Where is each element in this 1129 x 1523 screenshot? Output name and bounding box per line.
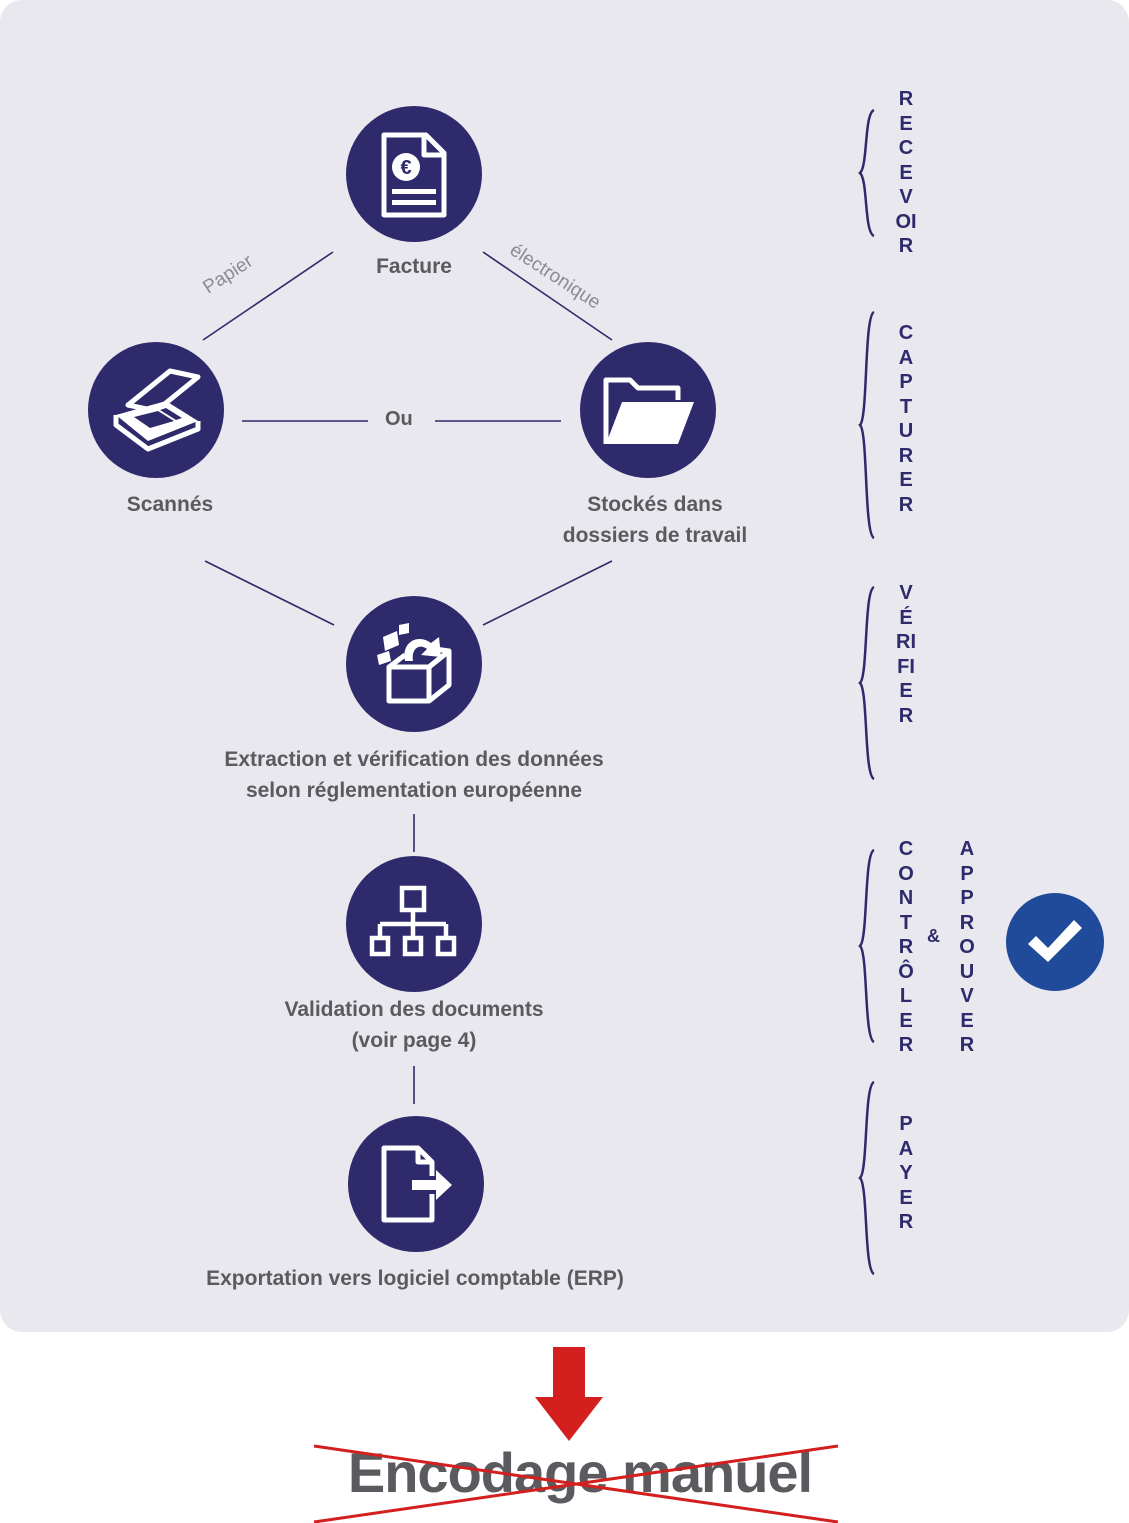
stage-recevoir: RECEVOIR — [895, 88, 917, 257]
brace-capturer — [858, 310, 875, 540]
connector-lines — [202, 251, 613, 1104]
extraction-label-line2: selon réglementation européenne — [245, 779, 583, 802]
stockes-node — [580, 342, 716, 478]
edge-facture-stockes — [482, 251, 613, 341]
hierarchy-icon — [369, 885, 457, 957]
validation-label: Validation des documents (voir page 4) — [214, 994, 614, 1056]
folder-icon — [603, 377, 694, 444]
down-arrow-icon — [535, 1347, 603, 1441]
stage-controler: CONTRÔLER — [898, 838, 914, 1056]
encodage-manuel-text: Encodage manuel — [347, 1441, 813, 1504]
stage-payer: PAYER — [898, 1113, 914, 1233]
stockes-label: Stockés dans dossiers de travail — [520, 489, 790, 551]
box-extract-icon — [377, 623, 452, 704]
process-panel — [0, 0, 1129, 1332]
brace-recevoir — [858, 108, 875, 238]
facture-label: Facture — [376, 255, 452, 278]
invoice-euro-icon: € — [381, 132, 447, 218]
checkmark-icon — [1028, 920, 1082, 962]
ou-label: Ou — [385, 408, 413, 430]
scannes-node — [88, 342, 224, 478]
approved-badge — [1006, 893, 1104, 991]
stage-ampersand: & — [927, 926, 940, 946]
stockes-label-line1: Stockés dans — [587, 493, 723, 516]
facture-node: € — [346, 106, 482, 242]
edge-scannes-extraction — [204, 560, 335, 626]
validation-label-line2: (voir page 4) — [351, 1029, 477, 1052]
scannes-label: Scannés — [126, 493, 214, 516]
stockes-label-line2: dossiers de travail — [562, 524, 748, 547]
file-export-icon — [381, 1145, 452, 1223]
stage-capturer: CAPTURER — [898, 322, 914, 516]
edge-facture-scannes — [202, 251, 334, 341]
brace-payer — [858, 1080, 875, 1276]
exportation-label: Exportation vers logiciel comptable (ERP… — [206, 1267, 624, 1290]
scanner-icon — [113, 368, 201, 452]
extraction-label-line1: Extraction et vérification des données — [224, 748, 604, 771]
brace-verifier — [858, 585, 875, 781]
edge-stockes-extraction — [482, 560, 613, 626]
validation-label-line1: Validation des documents — [284, 998, 544, 1021]
validation-node — [346, 856, 482, 992]
extraction-node — [346, 596, 482, 732]
stage-approuver: APPROUVER — [959, 838, 975, 1056]
svg-text:€: € — [400, 157, 411, 179]
extraction-label: Extraction et vérification des données s… — [154, 744, 674, 806]
exportation-node — [348, 1116, 484, 1252]
stage-verifier: VÉRIFIER — [896, 582, 916, 727]
brace-controler — [858, 848, 875, 1044]
